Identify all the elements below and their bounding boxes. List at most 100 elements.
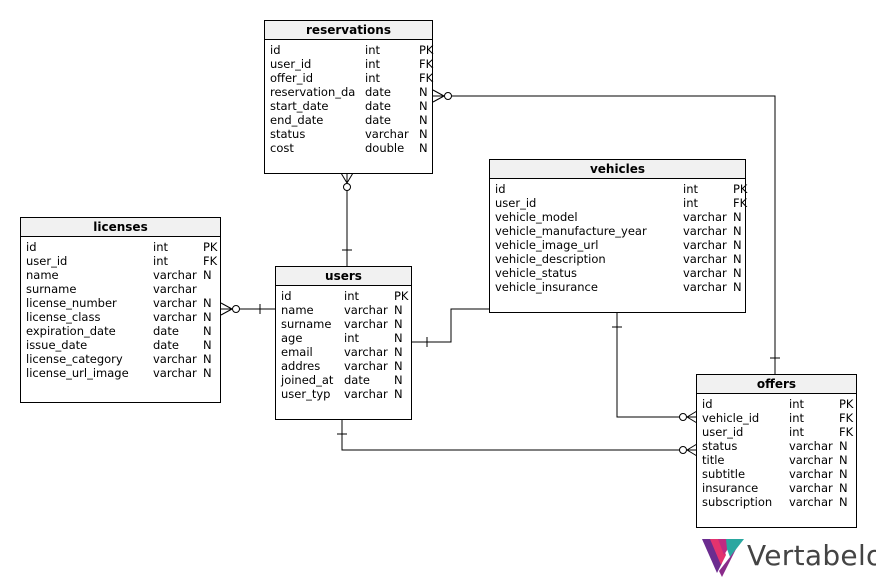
- column-flag: N: [394, 373, 403, 387]
- table-row: user_id int FK: [702, 425, 856, 439]
- column-flag: N: [203, 324, 212, 338]
- column-name: license_category: [26, 352, 123, 366]
- column-name: vehicle_image_url: [495, 238, 599, 252]
- column-flag: FK: [733, 196, 748, 210]
- column-flag: PK: [419, 43, 434, 57]
- column-name: name: [281, 303, 314, 317]
- column-flag: N: [203, 268, 212, 282]
- column-name: user_id: [495, 196, 537, 210]
- column-type: varchar: [344, 317, 388, 331]
- column-flag: N: [839, 453, 848, 467]
- column-flag: N: [733, 210, 742, 224]
- column-flag: FK: [839, 425, 854, 439]
- link-users-licenses: [220, 302, 276, 316]
- table-title: vehicles: [490, 160, 745, 179]
- column-name: subscription: [702, 495, 773, 509]
- column-flag: N: [394, 317, 403, 331]
- column-type: date: [344, 373, 370, 387]
- table-title: licenses: [21, 218, 220, 237]
- column-type: varchar: [365, 127, 409, 141]
- column-type: int: [153, 240, 168, 254]
- column-flag: N: [419, 85, 428, 99]
- column-flag: N: [839, 439, 848, 453]
- column-flag: N: [733, 252, 742, 266]
- column-type: int: [365, 57, 380, 71]
- column-flag: N: [394, 387, 403, 401]
- column-flag: N: [419, 99, 428, 113]
- column-name: insurance: [702, 481, 759, 495]
- column-flag: N: [839, 467, 848, 481]
- column-name: user_id: [702, 425, 744, 439]
- column-flag: N: [419, 113, 428, 127]
- column-name: status: [270, 127, 306, 141]
- link-vehicles-offers: [612, 312, 698, 424]
- column-name: id: [495, 182, 506, 196]
- column-name: user_id: [270, 57, 312, 71]
- column-name: addres: [281, 359, 321, 373]
- column-flag: PK: [394, 289, 409, 303]
- column-flag: N: [733, 238, 742, 252]
- column-flag: N: [203, 296, 212, 310]
- column-name: cost: [270, 141, 294, 155]
- column-type: int: [789, 425, 804, 439]
- column-name: id: [281, 289, 292, 303]
- column-type: int: [789, 397, 804, 411]
- column-type: varchar: [344, 387, 388, 401]
- column-name: vehicle_status: [495, 266, 578, 280]
- vertabelo-logo-icon: [702, 539, 744, 577]
- column-name: license_class: [26, 310, 101, 324]
- column-name: end_date: [270, 113, 324, 127]
- link-users-offers: [337, 419, 698, 457]
- column-type: int: [683, 196, 698, 210]
- column-type: int: [153, 254, 168, 268]
- column-flag: N: [733, 224, 742, 238]
- column-flag: N: [203, 310, 212, 324]
- column-type: date: [365, 99, 391, 113]
- column-type: int: [789, 411, 804, 425]
- column-name: surname: [26, 282, 77, 296]
- table-title: users: [276, 267, 411, 286]
- table-row: user_id int FK: [495, 196, 748, 210]
- column-name: offer_id: [270, 71, 314, 85]
- column-type: int: [365, 71, 380, 85]
- link-offers-reservations: [432, 89, 780, 375]
- column-name: title: [702, 453, 725, 467]
- column-flag: N: [394, 345, 403, 359]
- column-name: license_number: [26, 296, 117, 310]
- column-name: reservation_da: [270, 85, 356, 99]
- column-type: varchar: [789, 453, 833, 467]
- column-flag: N: [419, 127, 428, 141]
- column-type: varchar: [153, 352, 197, 366]
- column-name: license_url_image: [26, 366, 129, 380]
